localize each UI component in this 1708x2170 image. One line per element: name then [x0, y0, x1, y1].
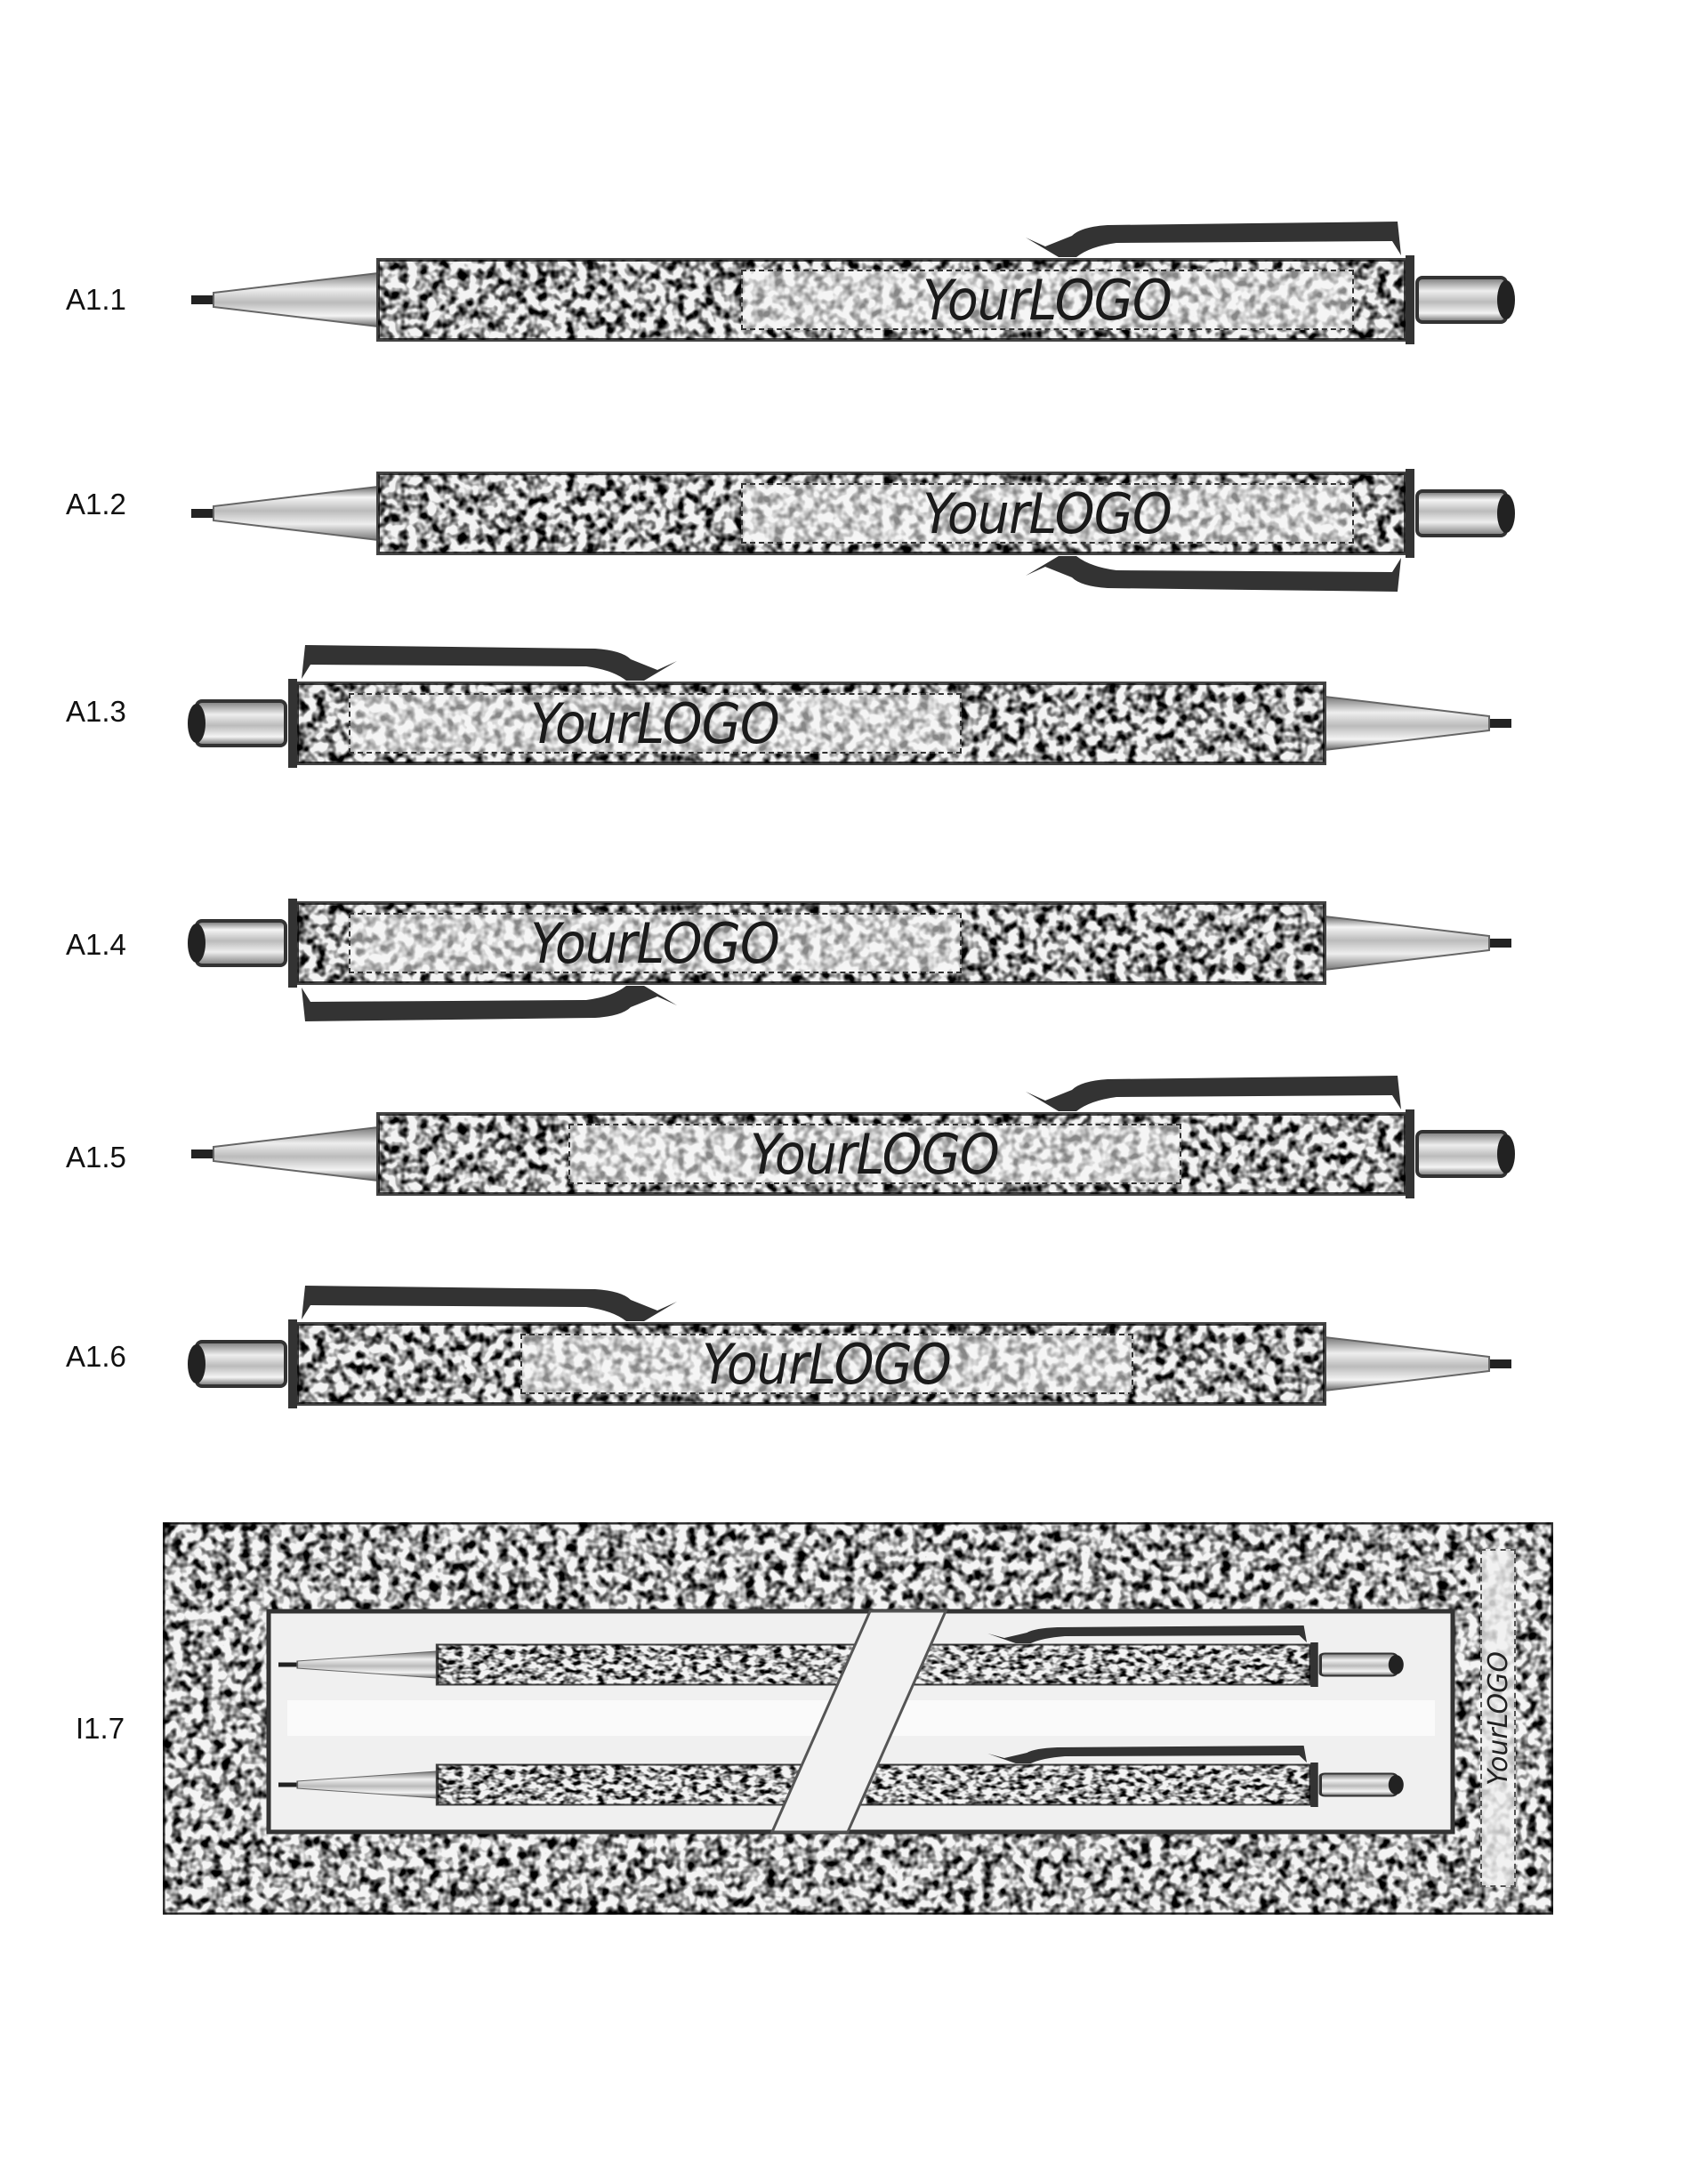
logo-imprint-area: YourLOGO [741, 480, 1354, 546]
variant-label: I1.7 [76, 1712, 125, 1745]
variant-label: A1.6 [66, 1340, 126, 1373]
logo-imprint-area: YourLOGO [349, 910, 962, 976]
variant-label: A1.2 [66, 488, 126, 520]
logo-imprint-area: YourLOGO [741, 267, 1354, 333]
gift-box-illustration [160, 1520, 1556, 1917]
logo-text: YourLOGO [1482, 1650, 1514, 1786]
variant-label: A1.4 [66, 928, 126, 961]
variant-label: A1.3 [66, 695, 126, 728]
variant-label: A1.5 [66, 1141, 126, 1174]
logo-imprint-area: YourLOGO [520, 1331, 1133, 1397]
logo-imprint-area: YourLOGO [1480, 1549, 1516, 1887]
logo-text: YourLOGO [922, 267, 1173, 333]
logo-imprint-area: YourLOGO [349, 690, 962, 756]
logo-text: YourLOGO [530, 910, 781, 976]
logo-text: YourLOGO [750, 1121, 1001, 1187]
variant-label: A1.1 [66, 283, 126, 316]
logo-text: YourLOGO [530, 690, 781, 756]
logo-text: YourLOGO [922, 480, 1173, 546]
logo-imprint-area: YourLOGO [568, 1121, 1181, 1187]
logo-text: YourLOGO [702, 1331, 953, 1397]
